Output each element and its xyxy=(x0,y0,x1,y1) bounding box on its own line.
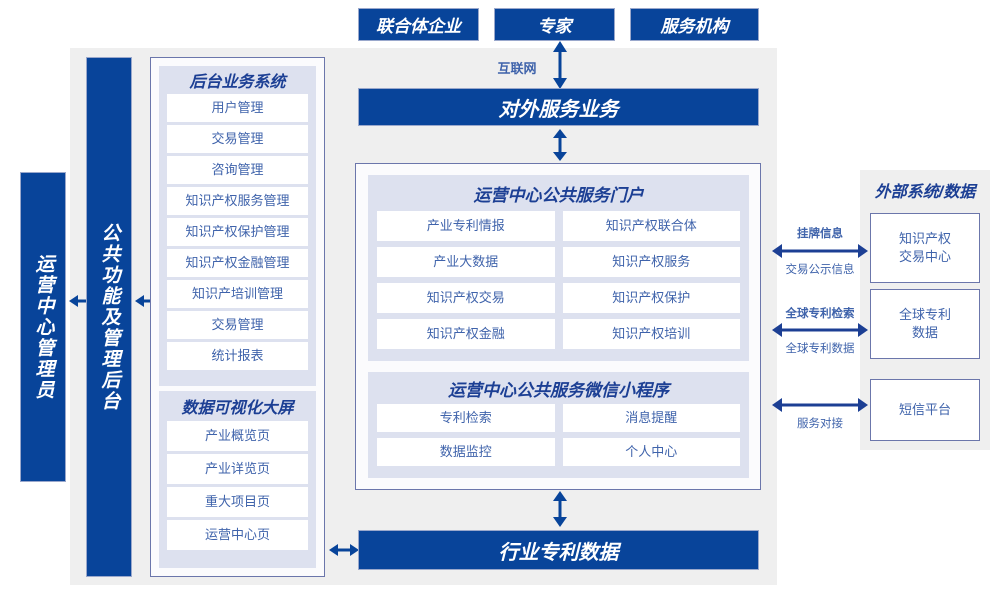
left-industry-arrow xyxy=(329,540,359,560)
connector-label-service-docking: 服务对接 xyxy=(797,418,843,430)
data-visual-item-3[interactable]: 运营中心页 xyxy=(167,520,308,550)
backend-item-0[interactable]: 用户管理 xyxy=(167,94,308,122)
backend-item-1[interactable]: 交易管理 xyxy=(167,125,308,153)
external-systems-title: 外部系统/数据 xyxy=(874,184,976,201)
backend-item-3[interactable]: 知识产权服务管理 xyxy=(167,187,308,215)
rail-admin[interactable]: 运营中心管理员 xyxy=(20,172,66,482)
portal-group: 运营中心公共服务门户 产业专利情报 知识产权联合体 产业大数据 知识产权服务 知… xyxy=(368,175,749,361)
backend-item-2[interactable]: 咨询管理 xyxy=(167,156,308,184)
portal-cell-3-1[interactable]: 知识产权培训 xyxy=(562,319,740,349)
backend-item-5[interactable]: 知识产权金融管理 xyxy=(167,249,308,277)
portal-cell-1-1[interactable]: 知识产权服务 xyxy=(562,247,740,277)
data-visual-title: 数据可视化大屏 xyxy=(181,400,294,417)
miniprogram-cell-0-1[interactable]: 消息提醒 xyxy=(562,404,740,432)
external-box-global-patent-data[interactable]: 全球专利 数据 xyxy=(870,289,980,359)
backend-item-4[interactable]: 知识产权保护管理 xyxy=(167,218,308,246)
portal-cell-0-1[interactable]: 知识产权联合体 xyxy=(562,211,740,241)
connector-arrow-1 xyxy=(772,241,868,261)
miniprogram-group: 运营中心公共服务微信小程序 专利检索 消息提醒 数据监控 个人中心 xyxy=(368,372,749,478)
data-visual-item-1[interactable]: 产业详览页 xyxy=(167,454,308,484)
data-visual-item-0[interactable]: 产业概览页 xyxy=(167,421,308,451)
connector-label-listing-info: 挂牌信息 xyxy=(797,228,843,240)
data-visual-group: 数据可视化大屏 产业概览页 产业详览页 重大项目页 运营中心页 xyxy=(159,391,316,568)
external-box-label: 全球专利 数据 xyxy=(899,306,951,341)
portal-cell-1-0[interactable]: 产业大数据 xyxy=(377,247,555,277)
service-portal-arrow xyxy=(549,129,571,161)
miniprogram-cell-0-0[interactable]: 专利检索 xyxy=(377,404,555,432)
external-box-line1: 知识产权 xyxy=(898,231,951,247)
connector-label-global-patent-data: 全球专利数据 xyxy=(785,343,855,355)
data-visual-list: 产业概览页 产业详览页 重大项目页 运营中心页 xyxy=(159,421,316,556)
portal-industry-arrow xyxy=(549,491,571,527)
portal-cell-3-0[interactable]: 知识产权金融 xyxy=(377,319,555,349)
internet-label: 互联网 xyxy=(497,61,537,76)
external-box-label: 知识产权 交易中心 xyxy=(899,230,951,265)
miniprogram-title: 运营中心公共服务微信小程序 xyxy=(448,380,669,400)
external-box-line1: 全球专利 xyxy=(898,307,951,323)
industry-data-bar[interactable]: 行业专利数据 xyxy=(358,530,759,570)
portal-title: 运营中心公共服务门户 xyxy=(473,185,644,205)
rail-common-label: 公共功能及管理后台 xyxy=(98,222,120,412)
portal-cell-2-0[interactable]: 知识产权交易 xyxy=(377,283,555,313)
backend-item-7[interactable]: 交易管理 xyxy=(167,311,308,339)
external-service-bar-label: 对外服务业务 xyxy=(498,98,619,121)
backend-system-title: 后台业务系统 xyxy=(189,74,286,91)
backend-system-group: 后台业务系统 用户管理 交易管理 咨询管理 知识产权服务管理 知识产权保护管理 … xyxy=(159,66,316,386)
miniprogram-cell-1-1[interactable]: 个人中心 xyxy=(562,438,740,466)
connector-label-global-patent-search: 全球专利检索 xyxy=(785,308,855,320)
portal-cell-2-1[interactable]: 知识产权保护 xyxy=(562,283,740,313)
backend-system-list: 用户管理 交易管理 咨询管理 知识产权服务管理 知识产权保护管理 知识产权金融管… xyxy=(159,94,316,376)
internet-arrow xyxy=(549,41,571,89)
rail-common-functions[interactable]: 公共功能及管理后台 xyxy=(86,57,132,577)
actor-label: 服务机构 xyxy=(660,17,729,36)
data-visual-item-2[interactable]: 重大项目页 xyxy=(167,487,308,517)
actor-box-service-org[interactable]: 服务机构 xyxy=(630,8,759,41)
connector-arrow-2 xyxy=(772,320,868,340)
external-box-line2: 交易中心 xyxy=(898,249,951,264)
backend-item-8[interactable]: 统计报表 xyxy=(167,342,308,370)
external-box-ip-exchange[interactable]: 知识产权 交易中心 xyxy=(870,213,980,283)
connector-label-trade-public-info: 交易公示信息 xyxy=(785,264,855,276)
connector-arrow-3 xyxy=(772,395,868,415)
miniprogram-grid: 专利检索 消息提醒 数据监控 个人中心 xyxy=(368,404,749,474)
miniprogram-cell-1-0[interactable]: 数据监控 xyxy=(377,438,555,466)
industry-data-bar-label: 行业专利数据 xyxy=(498,541,619,564)
actor-box-expert[interactable]: 专家 xyxy=(494,8,615,41)
actor-box-consortium[interactable]: 联合体企业 xyxy=(358,8,479,41)
rail-admin-label: 运营中心管理员 xyxy=(32,253,54,401)
external-box-line1: 短信平台 xyxy=(898,402,951,418)
portal-grid: 产业专利情报 知识产权联合体 产业大数据 知识产权服务 知识产权交易 知识产权保… xyxy=(368,211,749,357)
actor-label: 专家 xyxy=(537,17,572,36)
backend-item-6[interactable]: 知识产培训管理 xyxy=(167,280,308,308)
actor-label: 联合体企业 xyxy=(376,17,461,36)
external-service-bar[interactable]: 对外服务业务 xyxy=(358,88,759,126)
portal-cell-0-0[interactable]: 产业专利情报 xyxy=(377,211,555,241)
external-box-line2: 数据 xyxy=(911,325,938,340)
external-box-sms-platform[interactable]: 短信平台 xyxy=(870,379,980,441)
